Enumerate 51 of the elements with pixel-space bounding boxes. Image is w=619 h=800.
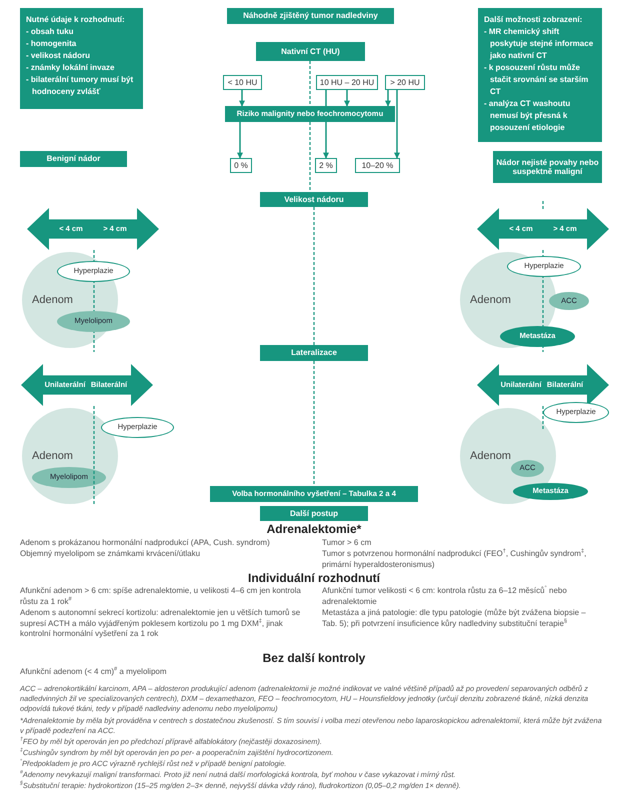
arrow xyxy=(323,122,329,159)
body-text: Adenom s prokázanou hormonální nadprodukcí (APA, Cush. syndrom) xyxy=(20,538,271,549)
value-box: 10 HU – 20 HU xyxy=(316,75,378,90)
body-text: Afunkční adenom (< 4 cm)$^{#}$ a myelolipom xyxy=(20,667,168,678)
body-text: Tumor > 6 cm xyxy=(322,538,372,549)
process-box: Velikost nádoru xyxy=(260,192,368,207)
dashed-connector xyxy=(313,361,315,486)
list-item: - k posouzení růstu může stačit srovnání se starším CT xyxy=(484,62,590,98)
range-band xyxy=(21,364,153,406)
list-item: - homogenita xyxy=(26,38,78,50)
value-box: > 20 HU xyxy=(385,75,425,90)
body-text: Objemný myelolipom se známkami krvácení/útlaku xyxy=(20,549,202,560)
body-text: Metastáza a jiná patologie: dle typu patologie (může být zvážena biopsie – Tab. 5); při potvrzení insuficience kůry nadledviny substituční terapie$^{§}$ xyxy=(322,608,587,630)
value-box: 10–20 % xyxy=(355,158,400,173)
arrow xyxy=(239,90,245,107)
arrow xyxy=(237,122,243,159)
range-band xyxy=(477,364,609,406)
dashed-connector xyxy=(309,122,311,192)
value-box: 0 % xyxy=(230,158,252,173)
section-heading: Individuální rozhodnutí xyxy=(247,571,382,585)
body-text: Tumor s potvrzenou hormonální nadprodukcí (FEO$^{†}$, Cushingův syndrom$^{‡}$, primární hyperaldosteronismus) xyxy=(322,549,588,570)
note-box xyxy=(478,8,602,142)
process-box: Další postup xyxy=(260,506,368,521)
process-box: Náhodně zjištěný tumor nadledviny xyxy=(227,8,394,24)
value-box: 2 % xyxy=(315,158,337,173)
section-heading: Adrenalektomie* xyxy=(266,522,362,536)
arrow xyxy=(344,90,350,107)
body-text: Afunkční adenom > 6 cm: spíše adrenalektomie, u velikosti 4–6 cm jen kontrola růstu za 1 rok$^{#}$ xyxy=(20,586,302,608)
arrow xyxy=(394,90,400,159)
list-item: - velikost nádoru xyxy=(26,50,92,62)
category-box: Benigní nádor xyxy=(20,151,127,167)
range-band xyxy=(477,208,609,250)
list-item: - analýza CT washoutu nemusí být přesná k posouzení etiologie xyxy=(484,98,572,134)
process-box: Nativní CT (HU) xyxy=(256,42,365,61)
category-box: Nádor nejisté povahy nebo suspektně maligní xyxy=(493,151,602,183)
body-text: Adenom s autonomní sekrecí kortizolu: adrenalektomie jen u větších tumorů se supresí ACTH a málo vyjádřeným poklesem kortizolu po 1 mg DXM$^{‡}$, jinak kontrolní hormonální vyšetření za 1 rok xyxy=(20,608,302,640)
note-heading: Nutné údaje k rozhodnutí: xyxy=(26,14,126,26)
arrow xyxy=(385,90,391,107)
dashed-connector xyxy=(313,207,315,345)
list-item: - bilaterální tumory musí být hodnoceny zvlášť xyxy=(26,74,134,98)
value-box: < 10 HU xyxy=(223,75,262,90)
process-box: Lateralizace xyxy=(260,345,368,361)
range-band xyxy=(27,208,159,250)
body-text: Afunkční tumor velikosti < 6 cm: kontrola růstu za 6–12 měsíců$^{°}$ nebo adrenalektomie xyxy=(322,586,568,608)
section-heading: Bez další kontroly xyxy=(262,651,366,665)
list-item: - obsah tuku xyxy=(26,26,75,38)
note-box xyxy=(20,8,143,109)
list-item: - známky lokální invaze xyxy=(26,62,116,74)
note-heading: Další možnosti zobrazení: xyxy=(484,14,584,26)
dashed-connector xyxy=(309,61,311,106)
list-item: - MR chemický shift poskytuje stejné informace jako nativní CT xyxy=(484,26,594,62)
